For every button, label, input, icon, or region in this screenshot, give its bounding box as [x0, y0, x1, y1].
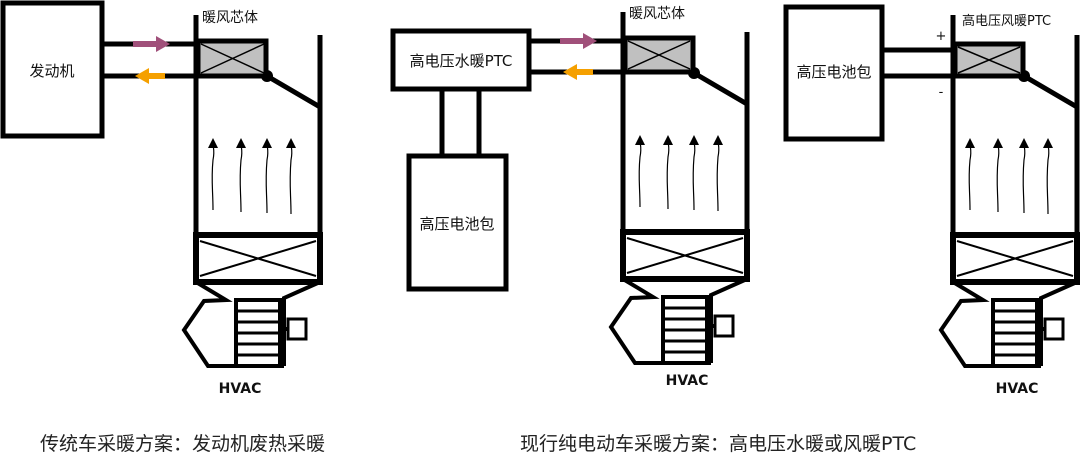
- panel-traditional: 发动机 暖风芯体 HVAC: [0, 0, 320, 397]
- cold-flow-arrow: [563, 64, 593, 80]
- heater-core-label: 暖风芯体: [202, 10, 258, 26]
- heater-core: [622, 35, 696, 75]
- engine-box: [0, 0, 105, 139]
- hvac-label: HVAC: [219, 381, 262, 397]
- hot-flow-arrow: [133, 36, 170, 52]
- hvac-label: HVAC: [996, 381, 1039, 397]
- caption-traditional: 传统车采暖方案：发动机废热采暖: [40, 433, 325, 455]
- battery-label: 高压电池包: [796, 63, 871, 81]
- positive-terminal-label: +: [936, 29, 947, 44]
- hot-flow-arrow: [560, 33, 597, 49]
- battery-box: [406, 153, 509, 292]
- negative-terminal-label: -: [939, 85, 944, 100]
- engine-label: 发动机: [29, 62, 74, 80]
- hvac-label: HVAC: [666, 373, 709, 389]
- panel-air-ptc: 高压电池包 + - 高电压风暖PTC HVAC: [783, 4, 1077, 397]
- water-ptc-label: 高电压水暖PTC: [410, 52, 513, 70]
- heater-core: [195, 38, 269, 79]
- heater-core-label: 暖风芯体: [629, 6, 685, 22]
- air-ptc-label: 高电压风暖PTC: [962, 13, 1051, 29]
- panel-water-ptc: 高电压水暖PTC 高压电池包 暖风芯体 HVAC: [390, 6, 747, 389]
- battery-label: 高压电池包: [419, 215, 494, 233]
- air-ptc-core: [952, 41, 1026, 79]
- water-ptc-box: [390, 28, 532, 92]
- battery-box: [783, 4, 885, 142]
- cold-flow-arrow: [135, 68, 165, 84]
- caption-electric: 现行纯电动车采暖方案：高电压水暖或风暖PTC: [520, 433, 916, 455]
